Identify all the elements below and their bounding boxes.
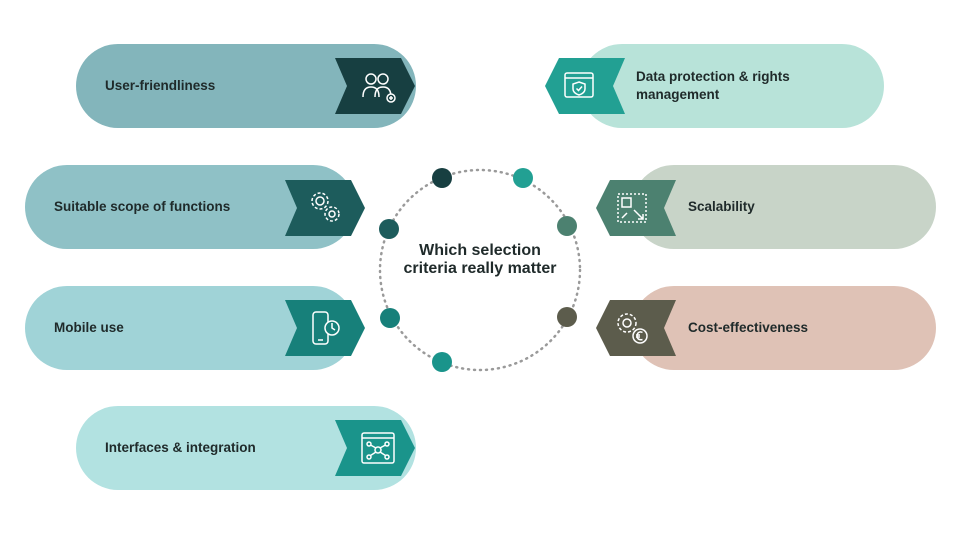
circle-dot-top-left	[432, 168, 452, 188]
criterion-label: User-friendliness	[105, 78, 216, 93]
criterion-data-protection: Data protection & rights management	[580, 44, 884, 128]
circle-dot-bottom	[432, 352, 452, 372]
criterion-label: Suitable scope of functions	[54, 199, 231, 214]
center-title: Which selection criteria really matter	[403, 242, 557, 277]
criterion-label: Mobile use	[54, 320, 124, 335]
network-icon	[361, 432, 395, 464]
criterion-label: Interfaces & integration	[105, 440, 256, 455]
tag-scalability	[596, 180, 676, 236]
resize-icon	[617, 193, 647, 223]
tag-cost-effectiveness	[596, 300, 676, 356]
circle-dot-lower-right	[557, 307, 577, 327]
criterion-label: Cost-effectiveness	[688, 320, 809, 335]
criterion-scalability: Scalability	[632, 165, 936, 249]
circle-dot-lower-left	[380, 308, 400, 328]
gears-icon	[311, 192, 340, 222]
circle-dot-top-right	[513, 168, 533, 188]
criterion-label: Data protection & rights management	[636, 69, 790, 102]
gear-euro-icon	[617, 313, 648, 344]
criterion-cost-effectiveness: Cost-effectiveness	[632, 286, 936, 370]
circle-dot-upper-left	[379, 219, 399, 239]
mobile-icon	[312, 311, 340, 345]
criterion-label: Scalability	[688, 199, 755, 214]
users-icon	[362, 73, 396, 103]
circle-dot-upper-right	[557, 216, 577, 236]
shield-window-icon	[564, 72, 594, 98]
